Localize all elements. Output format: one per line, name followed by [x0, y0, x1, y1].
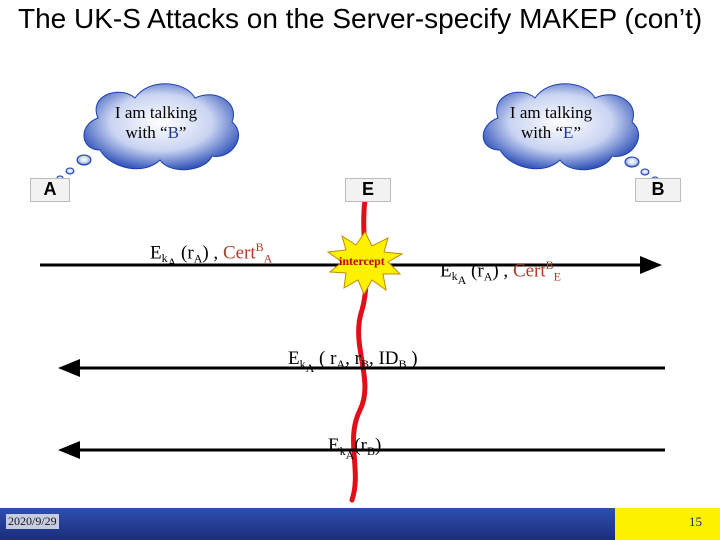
- thought-bubble-smaller: [640, 168, 650, 176]
- arrowhead-left: [58, 359, 80, 377]
- message-2: EkA (rA) , CertBE: [440, 258, 562, 288]
- message-4: EkA(rB): [328, 435, 382, 462]
- thought-text-left: I am talking with “B”: [114, 103, 198, 142]
- slide-title: The UK-S Attacks on the Server-specify M…: [18, 3, 703, 34]
- thought-cloud-right: [482, 83, 659, 182]
- entity-e: E: [345, 178, 391, 202]
- intercept-label: intercept: [339, 254, 385, 268]
- footer-bar: [0, 508, 615, 540]
- arrowhead-right: [640, 256, 662, 274]
- page-number: 15: [689, 514, 702, 529]
- thought-bubble-small: [76, 154, 92, 166]
- message-3: EkA ( rA, rB, IDB ): [288, 348, 418, 375]
- arrowhead-left: [58, 441, 80, 459]
- slide-footer: 2020/9/29 15: [0, 508, 720, 540]
- entity-a: A: [30, 178, 70, 202]
- footer-accent: [615, 508, 720, 540]
- footer-date: 2020/9/29: [6, 514, 59, 529]
- intercept-burst: [326, 231, 404, 296]
- thought-bubble-smaller: [65, 167, 75, 175]
- thought-text-right: I am talking with “E”: [509, 103, 593, 142]
- thought-bubble-small: [624, 156, 640, 168]
- message-1: EkA (rA) , CertBA: [150, 240, 273, 270]
- thought-cloud-left: [56, 83, 239, 181]
- entity-b: B: [635, 178, 681, 202]
